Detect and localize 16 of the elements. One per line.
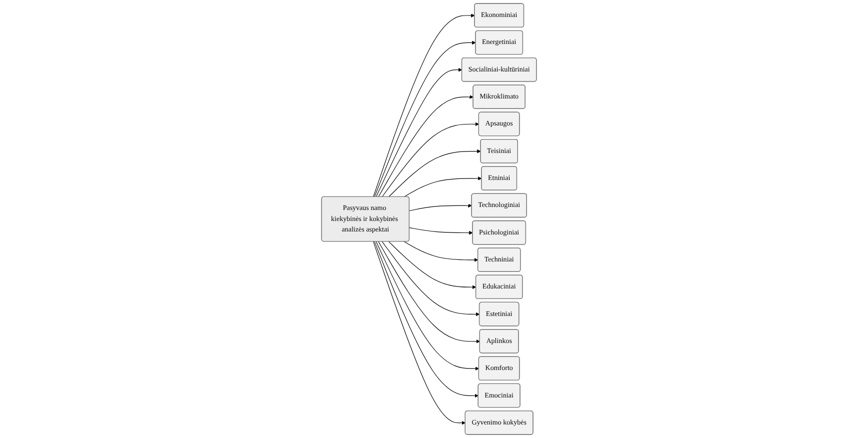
arrow [376, 241, 480, 370]
arrow [374, 241, 478, 398]
arrow [378, 241, 480, 344]
arrow [409, 204, 472, 212]
arrow [409, 227, 473, 235]
arrow [404, 176, 482, 198]
arrow [382, 241, 480, 316]
arrow [388, 149, 481, 198]
arrow [374, 40, 476, 198]
arrow [373, 14, 475, 198]
arrow [388, 241, 476, 290]
arrow [376, 68, 462, 198]
arrow [378, 95, 474, 198]
arrow [373, 241, 466, 425]
arrow [404, 241, 478, 262]
arrow [382, 122, 480, 198]
